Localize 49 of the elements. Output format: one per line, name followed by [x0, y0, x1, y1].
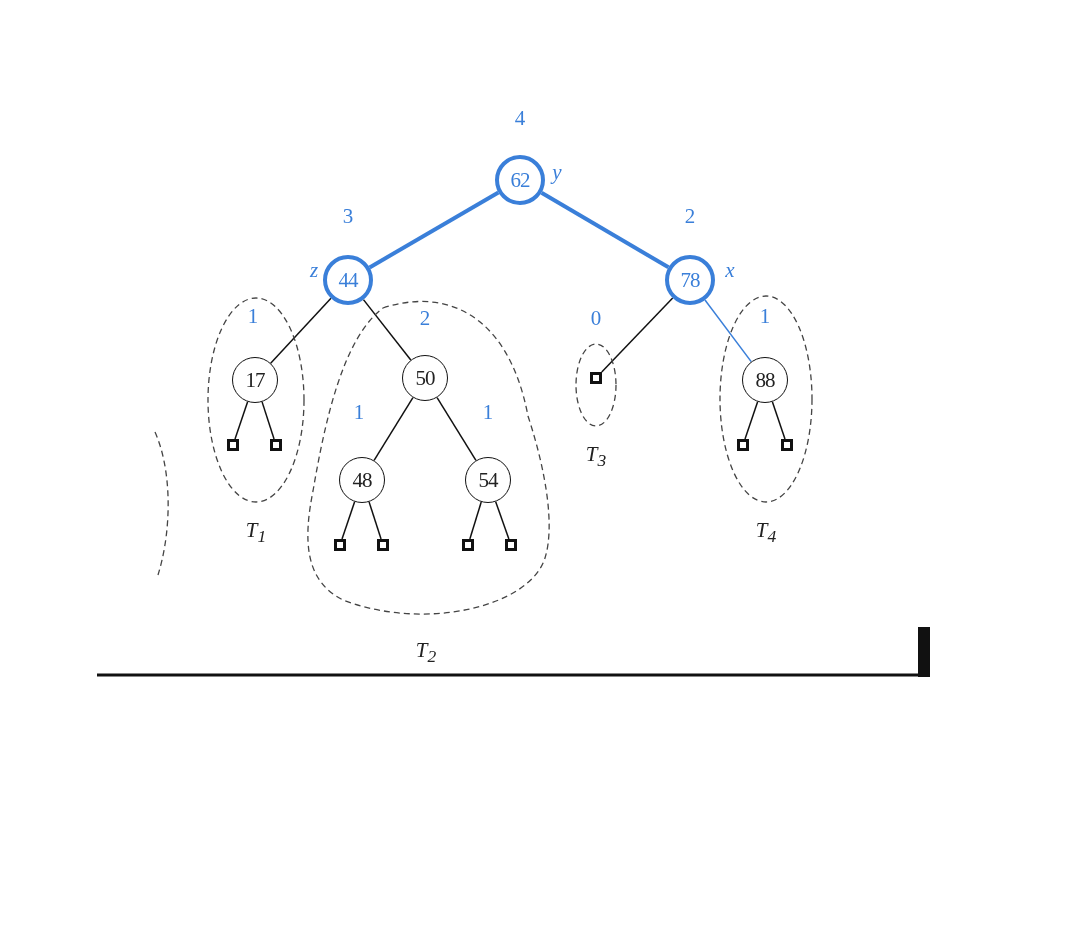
height-label: 3	[342, 205, 354, 227]
height-label: 1	[247, 305, 259, 327]
subtree-label: T$_{2}$	[414, 637, 438, 668]
height-label: 1	[353, 401, 365, 423]
tree-edge	[704, 299, 752, 363]
tree-node-circle: 62	[495, 155, 545, 205]
leaf-square	[505, 539, 517, 551]
tree-node-circle: 54	[465, 457, 511, 503]
subtree-label: T$_{3}$	[584, 441, 608, 472]
height-label: 1	[482, 401, 494, 423]
tree-edge	[362, 298, 412, 361]
height-label: 2	[684, 205, 696, 227]
leaf-square	[781, 439, 793, 451]
leaf-square	[737, 439, 749, 451]
tree-node-circle: 44	[323, 255, 373, 305]
height-label: 2	[419, 307, 431, 329]
height-label: 1	[759, 305, 771, 327]
leaf-square	[270, 439, 282, 451]
tree-edge	[744, 401, 759, 440]
tree-node-circle: 50	[402, 355, 448, 401]
node-tag: y	[552, 161, 562, 183]
tree-edge	[368, 501, 382, 540]
leaf-square	[227, 439, 239, 451]
tree-edge	[373, 396, 414, 462]
tree-edge	[469, 501, 482, 540]
tree-edge	[494, 500, 510, 540]
subtree-label: T$_{4}$	[754, 517, 778, 548]
tree-edge	[601, 297, 674, 373]
tree-edge	[261, 401, 275, 440]
leaf-square	[590, 372, 602, 384]
tree-edge	[436, 396, 477, 462]
tree-edge	[540, 190, 670, 270]
height-label: 0	[590, 307, 602, 329]
node-tag: x	[725, 259, 735, 281]
tree-edge	[234, 401, 249, 440]
tree-node-circle: 17	[232, 357, 278, 403]
tree-node-circle: 48	[339, 457, 385, 503]
tree-node-circle: 78	[665, 255, 715, 305]
height-label: 4	[514, 107, 526, 129]
subtree-label: T$_{1}$	[244, 517, 268, 548]
tree-edge	[368, 190, 500, 270]
leaf-square	[377, 539, 389, 551]
tree-edge	[771, 401, 786, 440]
leaf-square	[462, 539, 474, 551]
tree-node-circle: 88	[742, 357, 788, 403]
tree-edge	[341, 501, 356, 540]
leaf-square	[334, 539, 346, 551]
tree-edge	[269, 297, 332, 364]
node-tag: z	[309, 259, 319, 281]
